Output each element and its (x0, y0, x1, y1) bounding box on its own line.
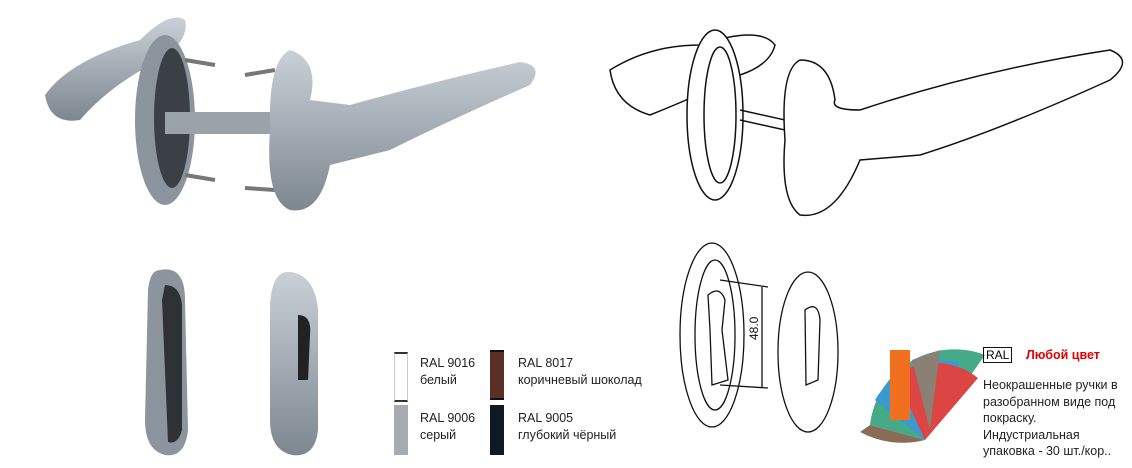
swatch-brown (490, 350, 504, 400)
swatch-gray (394, 405, 408, 455)
description-text: Неокрашенные ручки в разобранном виде по… (983, 378, 1118, 458)
ral-color-fan-image (860, 349, 985, 443)
handle-3d-render (45, 17, 536, 211)
any-color-label: Любой цвет (1026, 348, 1100, 362)
handle-line-drawing (609, 29, 1124, 217)
ral-logo: RAL (983, 347, 1013, 363)
rosettes-3d-render (145, 269, 318, 456)
dimension-label: 48.0 (747, 316, 761, 340)
swatch-white (394, 352, 408, 402)
swatch-black (490, 405, 504, 455)
rosettes-line-drawing (679, 242, 839, 433)
